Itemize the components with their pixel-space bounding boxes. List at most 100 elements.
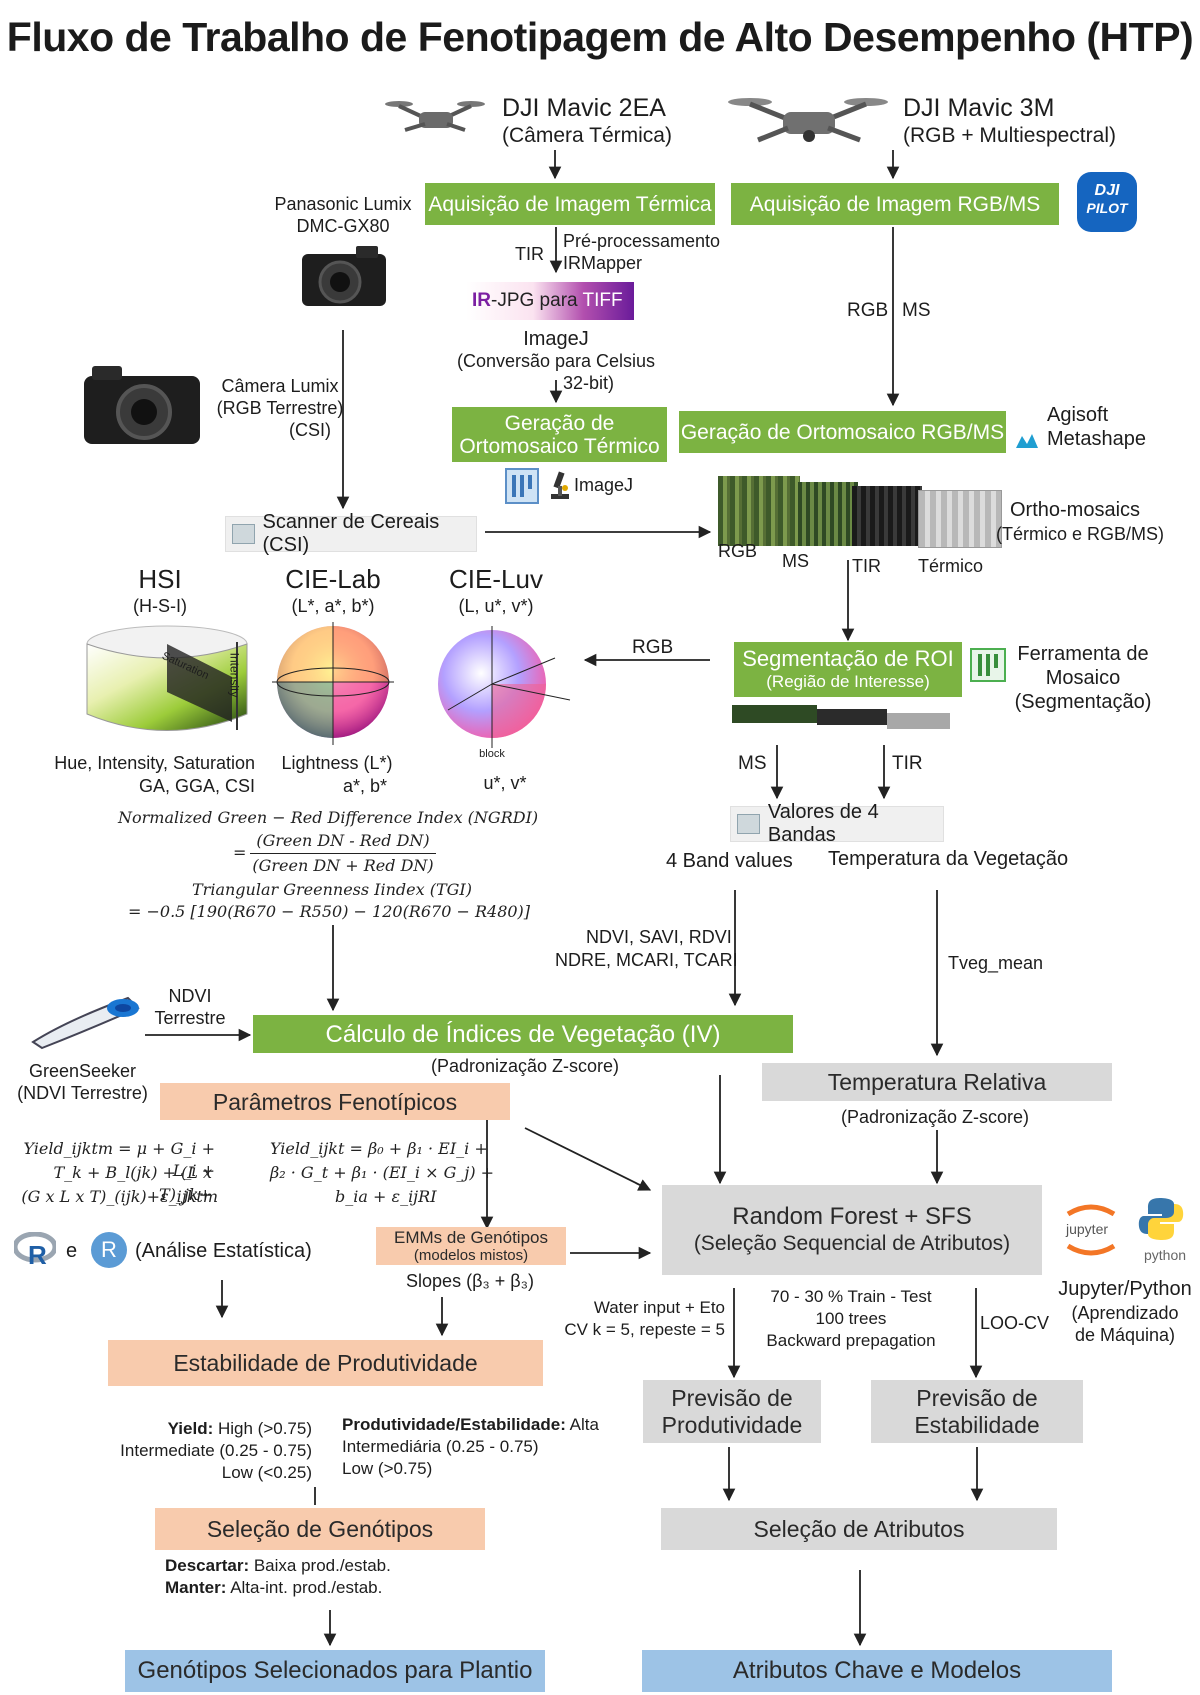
drone-thermal-name: DJI Mavic 2EA: [502, 94, 666, 122]
r-analysis-label: (Análise Estatística): [135, 1240, 312, 1262]
scanner-box: Scanner de Cereais (CSI): [225, 511, 477, 556]
ngrdi-fraction-bar: [250, 853, 436, 854]
ortho-label-1: Ortho-mosaics: [1009, 499, 1141, 521]
metashape-icon: [1016, 432, 1038, 448]
scanner-icon: [232, 524, 255, 544]
veg-temp-label: Temperatura da Vegetação: [828, 848, 1069, 870]
rf-line2: (Seleção Sequencial de Atributos): [693, 1232, 1011, 1255]
ortho-image-ms: [798, 482, 858, 546]
panasonic-label-1: Panasonic Lumix: [274, 194, 412, 214]
ortho-rgb-caption: RGB: [718, 541, 758, 561]
hsi-cylinder-diagram: [82, 622, 252, 740]
emm-line1: EMMs de Genótipos: [393, 1228, 548, 1247]
prod-line1: Produtividade/Estabilidade: Alta: [342, 1414, 612, 1435]
acq-rgb-box: Aquisição de Imagem RGB/MS: [731, 183, 1059, 225]
zscore-1: (Padronização Z-score): [430, 1056, 620, 1076]
indices-2: NDRE, MCARI, TCARI: [555, 950, 738, 970]
band-values-label: 4 Band values: [666, 850, 793, 872]
dji-pilot-logo: DJI PILOT: [1077, 172, 1137, 232]
jupyter-desc-2: de Máquina): [1074, 1325, 1176, 1345]
dji-pilot-line2: PILOT: [1086, 200, 1128, 216]
r-e-label: e: [66, 1240, 78, 1262]
camera-icon: [82, 362, 202, 448]
fiji-icon: [505, 468, 539, 504]
microscope-icon: [548, 470, 572, 502]
bands4-label: Valores de 4 Bandas: [767, 801, 879, 846]
yield1-line1: Yield_ijktm = μ + G_i + L_i +: [23, 1139, 215, 1180]
rgb-arrow-label: RGB: [632, 637, 674, 658]
drone-thermal-sub: (Câmera Térmica): [502, 124, 672, 147]
drone-icon: [728, 98, 888, 143]
lab-desc-1: Lightness (L*): [281, 753, 393, 773]
agisoft-label-2: Metashape: [1047, 428, 1146, 450]
roi-line2: (Região de Interesse): [766, 671, 930, 691]
jpg-para-text: -JPG para: [491, 290, 583, 311]
yield1-line3: (G x L x T)_(ijk)+ε_ijktm: [21, 1187, 218, 1206]
mosaic-tool-3: (Segmentação): [1014, 691, 1152, 713]
bands-icon: [737, 814, 760, 834]
lab-sub: (L*, a*, b*): [291, 596, 375, 616]
lumix-label-3: (CSI): [289, 420, 331, 440]
roi-box: Segmentação de ROI (Região de Interesse): [734, 642, 962, 697]
lumix-label-2: (RGB Terrestre): [216, 398, 344, 418]
imagej-label-3: 32-bit): [563, 373, 615, 393]
mosaic-tool-2: Mosaico: [1045, 667, 1121, 689]
ortho-rgb-box: Geração de Ortomosaico RGB/MS: [679, 411, 1006, 453]
sel-attr-box: Seleção de Atributos: [661, 1508, 1057, 1550]
discard-bold: Descartar:: [165, 1556, 250, 1575]
indices-1: NDVI, SAVI, RDVI: [586, 927, 732, 947]
iv-box: Cálculo de Índices de Vegetação (IV): [253, 1015, 793, 1053]
prod-line3: Low (>0.75): [342, 1459, 433, 1478]
final-geno-box: Genótipos Selecionados para Plantio: [125, 1650, 545, 1692]
luv-black-label: block: [479, 748, 505, 760]
water-label-2: CV k = 5, repeste = 5: [564, 1320, 725, 1339]
temp-rel-box: Temperatura Relativa: [762, 1063, 1112, 1101]
pheno-box: Parâmetros Fenotípicos: [160, 1083, 510, 1120]
tveg-label: Tveg_mean: [948, 953, 1044, 973]
yield-high: High (>0.75): [213, 1419, 312, 1438]
discard-text: Baixa prod./estab.: [249, 1556, 391, 1575]
ortho-ms-caption: MS: [782, 551, 809, 571]
prod-high: Alta: [565, 1415, 599, 1434]
jupyter-name: Jupyter/Python: [1058, 1278, 1192, 1300]
dji-pilot-line1: DJI: [1094, 182, 1120, 199]
greenseeker-device-image: [28, 990, 143, 1050]
ortho-thermal-line2: Ortomosaico Térmico: [459, 434, 660, 458]
panasonic-label-2: DMC-GX80: [296, 216, 390, 236]
ngrdi-denominator: (Green DN + Red DN): [252, 856, 434, 875]
arrow-pheno-rf: [524, 1127, 652, 1191]
roi-strips-image: [732, 705, 950, 733]
hsi-title: HSI: [138, 564, 182, 594]
yield2-line3: b_ia + ε_ijRI: [335, 1187, 437, 1206]
ortho-image-rgb: [718, 476, 800, 546]
lab-desc-2: a*, b*: [342, 776, 388, 796]
scanner-label: Scanner de Cereais (CSI): [262, 511, 440, 556]
mosaic-tool-1: Ferramenta de: [1017, 643, 1149, 665]
python-icon: [1138, 1196, 1184, 1242]
train-label-3: Backward prepagation: [766, 1331, 936, 1350]
ms2-label: MS: [738, 753, 767, 774]
yield-line2: Intermediate (0.25 - 0.75): [120, 1441, 312, 1460]
r-logo-icon: R: [12, 1231, 58, 1270]
rgb-label: RGB: [847, 300, 889, 321]
yield-bold: Yield:: [167, 1419, 214, 1438]
hsi-desc-2: GA, GGA, CSI: [138, 776, 255, 796]
tiff-text: TIFF: [582, 290, 623, 311]
yield-line3: Low (<0.25): [221, 1463, 312, 1482]
prod-line2: Intermediária (0.25 - 0.75): [342, 1437, 539, 1456]
camera-icon: [300, 244, 388, 310]
luv-desc-1: u*, v*: [483, 773, 527, 793]
python-logo-label: python: [1144, 1247, 1187, 1263]
r-circle-logo-icon: R: [91, 1232, 127, 1268]
keep-text: Alta-int. prod./estab.: [226, 1578, 383, 1597]
stability-box: Estabilidade de Produtividade: [108, 1340, 543, 1386]
emm-line2: (modelos mistos): [413, 1247, 529, 1264]
ndvi-terrestre-2: Terrestre: [154, 1008, 226, 1028]
jupyter-logo-text: jupyter: [1065, 1221, 1108, 1237]
svg-text:R: R: [28, 1240, 47, 1268]
hsi-intensity-axis: Intensity: [227, 652, 242, 698]
ortho-thermal-line1: Geração de: [504, 411, 615, 435]
yield2-line1: Yield_ijkt = β₀ + β₁ · EI_i +: [270, 1139, 488, 1158]
ir-jpg-tiff-banner: IR-JPG para TIFF: [466, 282, 634, 320]
luv-title: CIE-Luv: [449, 564, 543, 594]
